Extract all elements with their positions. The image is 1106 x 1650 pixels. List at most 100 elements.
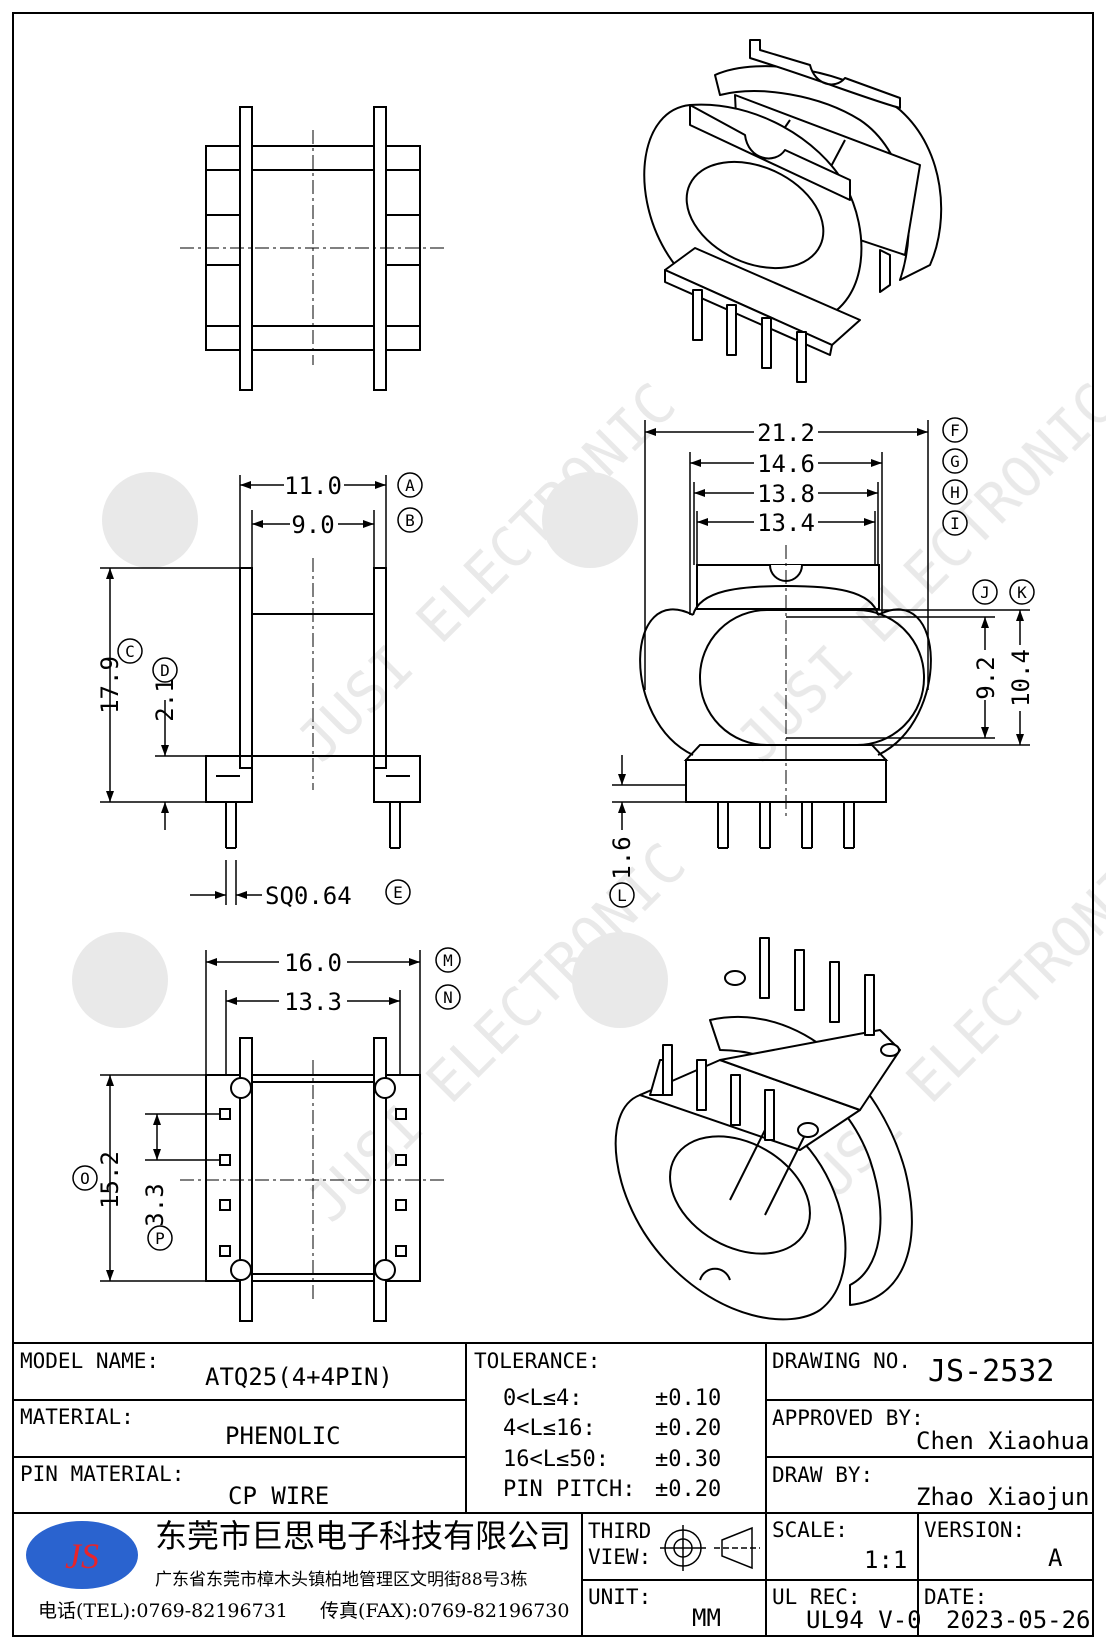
ref-circle-E — [385, 879, 411, 905]
material-value: PHENOLIC — [225, 1422, 341, 1450]
ref-label-M: M — [443, 951, 453, 970]
ref-circle-B — [397, 507, 423, 533]
dim-L-value: 1.6 — [608, 836, 636, 879]
dim-JK-inner-value: 9.2 — [972, 656, 1000, 699]
ref-label-L: L — [617, 886, 627, 905]
dim-C — [100, 567, 240, 803]
ref-label-F: F — [950, 421, 960, 440]
company-logo — [26, 1521, 138, 1589]
company-address: 广东省东莞市樟木头镇柏地管理区文明街88号3栋 — [155, 1570, 528, 1590]
approved-by-label: APPROVED BY: — [772, 1406, 924, 1430]
ref-label-H: H — [950, 483, 960, 502]
tolerance-value-3: ±0.30 — [655, 1447, 722, 1472]
draw-by-value: Zhao Xiaojun — [916, 1483, 1090, 1511]
company-name: 东莞市巨思电子科技有限公司 — [155, 1517, 572, 1555]
ref-circle-D — [152, 657, 178, 683]
third-angle-projection-icon — [660, 1525, 760, 1571]
side-view — [205, 558, 421, 849]
ul-rec-value: UL94 V-0 — [806, 1606, 922, 1634]
ref-circle-F — [942, 417, 968, 443]
company-tel: 电话(TEL):0769-82196731 — [38, 1600, 288, 1622]
ref-circle-M — [435, 947, 461, 973]
tolerance-value-2: ±0.20 — [655, 1416, 722, 1441]
dim-A-value: 11.0 — [284, 472, 342, 500]
tolerance-value-4: ±0.20 — [655, 1477, 722, 1502]
scale-label: SCALE: — [772, 1518, 848, 1542]
dim-O — [100, 1074, 206, 1282]
isometric-view-bottom — [614, 937, 913, 1321]
version-label: VERSION: — [924, 1518, 1026, 1542]
third-view-label-2: VIEW: — [588, 1545, 652, 1569]
model-name-label: MODEL NAME: — [20, 1349, 160, 1373]
dim-P-value: 3.3 — [141, 1183, 169, 1226]
dim-G-value: 14.6 — [757, 450, 815, 478]
ref-label-I: I — [950, 514, 960, 533]
tolerance-value-1: ±0.10 — [655, 1386, 722, 1411]
ref-label-N: N — [443, 988, 453, 1007]
tolerance-range-1: 0<L≤4: — [503, 1386, 583, 1411]
ref-label-C: C — [125, 642, 135, 661]
tolerance-label: TOLERANCE: — [474, 1349, 601, 1373]
tolerance-range-4: PIN PITCH: — [503, 1477, 636, 1502]
unit-label: UNIT: — [588, 1585, 652, 1609]
dim-D-value: 2.1 — [151, 678, 179, 721]
dim-P — [145, 1113, 220, 1161]
ref-circle-H — [942, 479, 968, 505]
unit-value: MM — [692, 1604, 721, 1632]
material-label: MATERIAL: — [20, 1405, 134, 1429]
third-view-label-1: THIRD — [588, 1519, 652, 1543]
watermark-text: JUSI ELECTRONIC — [285, 371, 689, 775]
dim-D — [155, 700, 206, 830]
ref-label-J: J — [980, 583, 990, 602]
dim-N-value: 13.3 — [284, 988, 342, 1016]
scale-value: 1:1 — [864, 1546, 908, 1574]
bottom-view — [180, 1037, 446, 1322]
dim-H-value: 13.8 — [757, 480, 815, 508]
ref-circle-L — [609, 882, 635, 908]
sheet-border — [12, 12, 1094, 1637]
ref-circle-C — [117, 638, 143, 664]
ref-label-B: B — [405, 511, 415, 530]
approved-by-value: Chen Xiaohua — [916, 1427, 1090, 1455]
ref-label-O: O — [80, 1169, 90, 1188]
ref-label-A: A — [405, 476, 415, 495]
model-name-value: ATQ25(4+4PIN) — [205, 1363, 393, 1391]
dim-E-value: SQ0.64 — [265, 882, 352, 910]
dim-JK-outer-value: 10.4 — [1007, 649, 1035, 707]
tolerance-range-2: 4<L≤16: — [503, 1416, 596, 1441]
ref-circle-P — [147, 1225, 173, 1251]
version-value: A — [1048, 1544, 1063, 1572]
dim-L — [612, 755, 686, 830]
dim-I-value: 13.4 — [757, 509, 815, 537]
isometric-view-top — [643, 39, 943, 383]
dim-B-value: 9.0 — [291, 511, 334, 539]
ref-label-K: K — [1017, 583, 1027, 602]
ref-circle-O — [72, 1165, 98, 1191]
dim-M-value: 16.0 — [284, 949, 342, 977]
ul-rec-label: UL REC: — [772, 1585, 861, 1609]
ref-circle-I — [942, 510, 968, 536]
dim-C-value: 17.9 — [96, 656, 124, 714]
dim-O-value: 15.2 — [96, 1151, 124, 1209]
tolerance-range-3: 16<L≤50: — [503, 1447, 609, 1472]
dim-F-value: 21.2 — [757, 419, 815, 447]
top-view — [180, 106, 446, 391]
ref-circle-G — [942, 448, 968, 474]
dim-E — [190, 860, 262, 905]
title-block-grid — [13, 1342, 1093, 1636]
ref-label-E: E — [393, 883, 403, 902]
pin-material-value: CP WIRE — [228, 1482, 330, 1510]
ref-circle-A — [397, 472, 423, 498]
drawing-no-label: DRAWING NO. — [772, 1349, 912, 1373]
ref-circle-N — [435, 984, 461, 1010]
date-label: DATE: — [924, 1585, 988, 1609]
drawing-no-value: JS-2532 — [928, 1354, 1055, 1389]
ref-label-G: G — [950, 452, 960, 471]
ref-circle-J — [972, 579, 998, 605]
ref-circle-K — [1009, 579, 1035, 605]
company-logo-text: JS — [65, 1536, 99, 1576]
date-value: 2023-05-26 — [946, 1606, 1091, 1634]
draw-by-label: DRAW BY: — [772, 1463, 874, 1487]
pin-material-label: PIN MATERIAL: — [20, 1462, 185, 1486]
